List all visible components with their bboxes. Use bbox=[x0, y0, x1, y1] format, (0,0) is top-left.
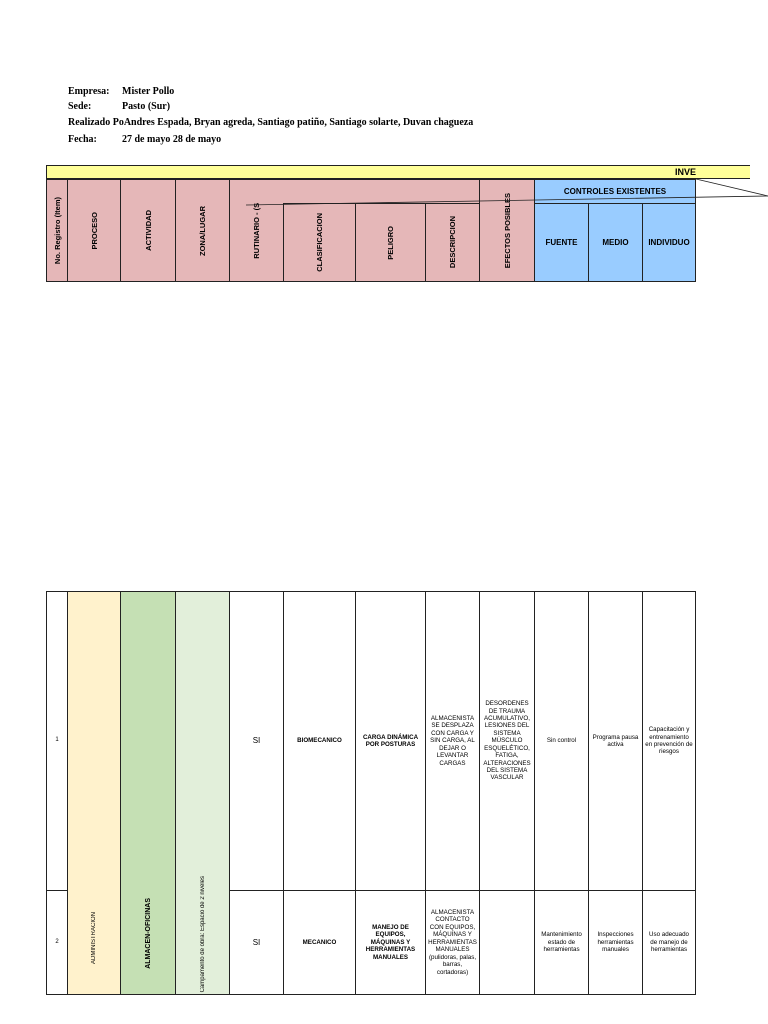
row1-clasificacion-text: BIOMECANICO bbox=[297, 737, 342, 745]
row1-clasificacion: BIOMECANICO bbox=[283, 591, 356, 891]
row2-medio: Inspecciones herramientas manuales bbox=[588, 890, 643, 995]
row1-efectos-text: DESORDENES DE TRAUMA ACUMULATIVO, LESION… bbox=[483, 700, 531, 782]
header-registro-text: No. Registro (Item) bbox=[52, 196, 62, 265]
header-rutinario-text: RUTINARIO - (SI/NO) bbox=[252, 203, 261, 259]
row2-fuente-text: Mantenimiento estado de herramientas bbox=[541, 931, 582, 954]
header-peligro: PELIGRO bbox=[355, 203, 426, 282]
cell-zona-text: Campamento de obra: Espacio de 2 niveles bbox=[199, 875, 206, 992]
row1-medio: Programa pausa activa bbox=[588, 591, 643, 891]
row1-rutinario-text: SI bbox=[252, 736, 261, 746]
row1-fuente-text: Sin control bbox=[546, 737, 577, 745]
sede-value: Pasto (Sur) bbox=[122, 101, 171, 112]
row2-efectos bbox=[479, 890, 535, 995]
row2-descripcion-text: ALMACENISTA CONTACTO CON EQUIPOS, MÁQUIN… bbox=[428, 909, 477, 976]
row1-medio-text: Programa pausa activa bbox=[592, 733, 639, 748]
header-proceso-text: PROCESO bbox=[89, 211, 99, 250]
header-peligro-text: PELIGRO bbox=[386, 225, 395, 260]
row2-medio-text: Inspecciones herramientas manuales bbox=[597, 931, 634, 954]
header-descripcion-text: DESCRIPCION bbox=[448, 216, 457, 269]
header-actividad: ACTIVIDAD bbox=[120, 179, 176, 282]
cell-proceso-text: ADMINISTRACION bbox=[91, 911, 97, 964]
header-controles: CONTROLES EXISTENTES bbox=[534, 179, 696, 204]
row2-peligro-text: MANEJO DE EQUIPOS, MÁQUINAS Y HERRAMIENT… bbox=[365, 923, 416, 961]
row1-individuo: Capacitación y entrenamiento en prevenci… bbox=[642, 591, 696, 891]
row2-rutinario-text: SI bbox=[252, 937, 261, 947]
row1-peligro-text: CARGA DINÁMICA POR POSTURAS bbox=[362, 733, 419, 748]
sede-label: Sede: bbox=[68, 101, 92, 112]
row1-num: 1 bbox=[46, 591, 68, 891]
realizado-label: Realizado Po bbox=[68, 117, 124, 128]
row2-individuo: Uso adecuado de manejo de herramientas bbox=[642, 890, 696, 995]
header-proceso: PROCESO bbox=[67, 179, 121, 282]
header-medio-text: MEDIO bbox=[602, 238, 629, 247]
row1-descripcion: ALMACENISTA SE DESPLAZA CON CARGA Y SIN … bbox=[425, 591, 480, 891]
header-clasificacion: CLASIFICACION bbox=[283, 203, 356, 282]
fecha-label: Fecha: bbox=[68, 134, 97, 145]
header-individuo-text: INDIVIDUO bbox=[648, 238, 690, 247]
header-zona: ZONA/LUGAR bbox=[175, 179, 230, 282]
header-descripcion: DESCRIPCION bbox=[425, 203, 480, 282]
header-efectos: EFECTOS POSIBLES bbox=[479, 179, 535, 282]
row1-fuente: Sin control bbox=[534, 591, 589, 891]
row1-num-text: 1 bbox=[55, 737, 59, 744]
row2-fuente: Mantenimiento estado de herramientas bbox=[534, 890, 589, 995]
row2-individuo-text: Uso adecuado de manejo de herramientas bbox=[649, 931, 689, 954]
row2-clasificacion-text: MECANICO bbox=[302, 938, 337, 946]
sede-line: Sede: Pasto (Sur) bbox=[68, 101, 170, 112]
empresa-value: Mister Pollo bbox=[122, 86, 175, 97]
fecha-line: Fecha: 27 de mayo 28 de mayo bbox=[68, 134, 221, 145]
cell-proceso: ADMINISTRACION bbox=[67, 591, 121, 995]
cell-actividad-text: ALMACEN-OFICINAS bbox=[144, 898, 152, 969]
header-individuo: INDIVIDUO bbox=[642, 203, 696, 282]
empresa-label: Empresa: bbox=[68, 86, 110, 97]
row1-individuo-text: Capacitación y entrenamiento en prevenci… bbox=[645, 726, 693, 756]
row2-clasificacion: MECANICO bbox=[283, 890, 356, 995]
header-registro: No. Registro (Item) bbox=[46, 179, 68, 282]
header-fuente: FUENTE bbox=[534, 203, 589, 282]
header-medio: MEDIO bbox=[588, 203, 643, 282]
row1-rutinario: SI bbox=[229, 591, 284, 891]
header-efectos-text: EFECTOS POSIBLES bbox=[502, 192, 512, 269]
fecha-value: 27 de mayo 28 de mayo bbox=[122, 134, 222, 145]
header-clasificacion-text: CLASIFICACION bbox=[315, 213, 324, 272]
row2-num: 2 bbox=[46, 890, 68, 995]
cell-zona: Campamento de obra: Espacio de 2 niveles bbox=[175, 591, 230, 995]
row2-descripcion: ALMACENISTA CONTACTO CON EQUIPOS, MÁQUIN… bbox=[425, 890, 480, 995]
header-zona-text: ZONA/LUGAR bbox=[198, 205, 207, 256]
row1-efectos: DESORDENES DE TRAUMA ACUMULATIVO, LESION… bbox=[479, 591, 535, 891]
header-group-top bbox=[229, 179, 480, 204]
empresa-line: Empresa: Mister Pollo bbox=[68, 86, 174, 97]
row2-num-text: 2 bbox=[55, 938, 59, 945]
header-fuente-text: FUENTE bbox=[545, 238, 578, 247]
realizado-line: Realizado PoAndres Espada, Bryan agreda,… bbox=[68, 117, 473, 128]
row2-rutinario: SI bbox=[229, 890, 284, 995]
realizado-value: Andres Espada, Bryan agreda, Santiago pa… bbox=[123, 117, 474, 128]
header-controles-text: CONTROLES EXISTENTES bbox=[563, 187, 667, 196]
cell-actividad: ALMACEN-OFICINAS bbox=[120, 591, 176, 995]
banner-text: INVE bbox=[675, 167, 697, 177]
row1-descripcion-text: ALMACENISTA SE DESPLAZA CON CARGA Y SIN … bbox=[430, 714, 475, 767]
row2-peligro: MANEJO DE EQUIPOS, MÁQUINAS Y HERRAMIENT… bbox=[355, 890, 426, 995]
title-banner: INVE bbox=[46, 165, 750, 179]
header-rutinario: RUTINARIO - (SI/NO) bbox=[229, 203, 284, 282]
header-actividad-text: ACTIVIDAD bbox=[143, 210, 153, 251]
row1-peligro: CARGA DINÁMICA POR POSTURAS bbox=[355, 591, 426, 891]
